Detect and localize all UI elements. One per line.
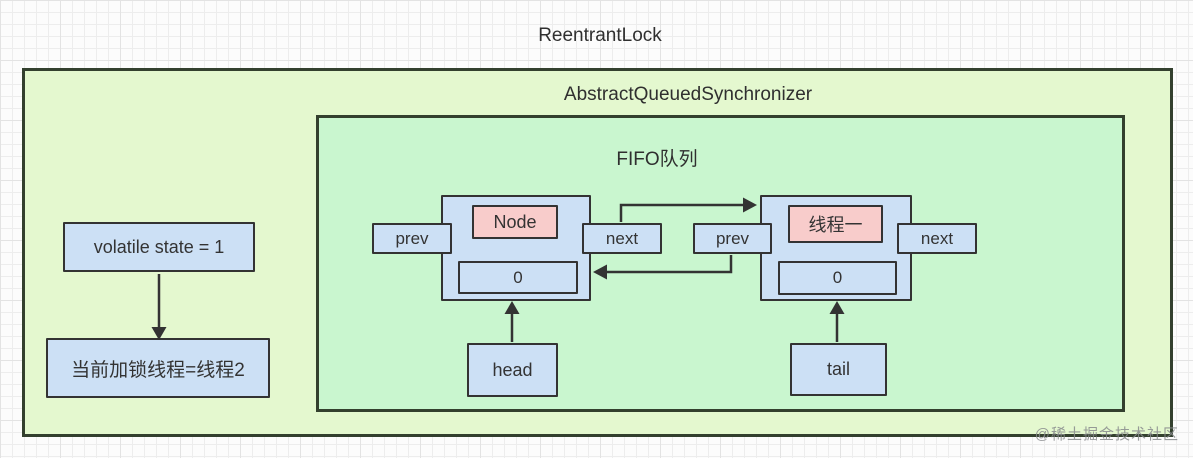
node1-next-box: next bbox=[582, 223, 662, 254]
node2-prev-box: prev bbox=[693, 223, 772, 254]
aqs-title: AbstractQueuedSynchronizer bbox=[563, 84, 813, 105]
tail-box: tail bbox=[790, 343, 887, 396]
node1-state-box: 0 bbox=[458, 261, 578, 294]
node2-state-box: 0 bbox=[778, 261, 897, 295]
node2-type-box: 线程一 bbox=[788, 205, 883, 243]
node1-prev-box: prev bbox=[372, 223, 452, 254]
page-title: ReentrantLock bbox=[538, 25, 662, 46]
volatile-state-box: volatile state = 1 bbox=[63, 222, 255, 272]
node2-next-box: next bbox=[897, 223, 977, 254]
watermark: @稀土掘金技术社区 bbox=[1034, 425, 1179, 443]
fifo-title: FIFO队列 bbox=[616, 148, 698, 170]
owner-thread-box: 当前加锁线程=线程2 bbox=[46, 338, 270, 398]
node1-type-box: Node bbox=[472, 205, 558, 239]
head-box: head bbox=[467, 343, 558, 397]
